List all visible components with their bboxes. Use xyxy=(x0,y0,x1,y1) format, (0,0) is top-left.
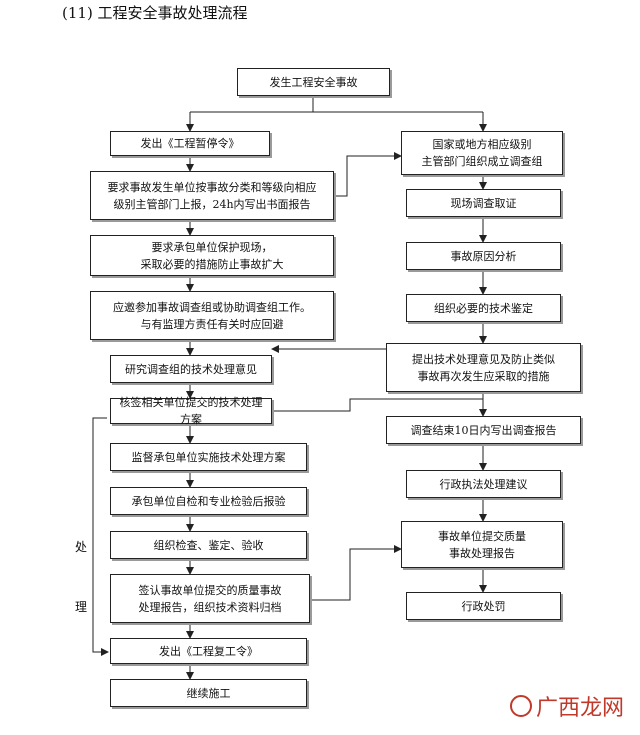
step-label: 现场调查取证 xyxy=(450,196,517,210)
step-label: 要求事故发生单位按事故分类和等级向相应 级别主管部门上报，24h内写出书面报告 xyxy=(107,180,317,211)
step-stop-order: 发出《工程暂停令》 xyxy=(110,131,270,156)
step-label: 组织检查、鉴定、验收 xyxy=(153,538,264,552)
step-quality-report: 事故单位提交质量 事故处理报告 xyxy=(401,521,563,568)
step-label: 签认事故单位提交的质量事故 处理报告，组织技术资料归档 xyxy=(138,583,282,614)
step-acceptance: 组织检查、鉴定、验收 xyxy=(110,531,307,559)
step-label: 研究调查组的技术处理意见 xyxy=(125,362,257,376)
step-continue: 继续施工 xyxy=(110,679,307,707)
step-label: 行政执法处理建议 xyxy=(439,477,528,491)
page-title: (11) 工程安全事故处理流程 xyxy=(62,4,248,22)
step-propose-measures: 提出技术处理意见及防止类似 事故再次发生应采取的措施 xyxy=(386,343,581,392)
watermark: 广西龙网 xyxy=(510,690,624,722)
step-label: 行政处罚 xyxy=(461,599,506,613)
step-site-evidence: 现场调查取证 xyxy=(406,189,561,217)
step-label: 事故单位提交质量 事故处理报告 xyxy=(438,529,526,560)
step-label: 提出技术处理意见及防止类似 事故再次发生应采取的措施 xyxy=(412,352,555,383)
step-approve-plan: 核签相关单位提交的技术处理方案 xyxy=(110,396,272,426)
step-label: 国家或地方相应级别 主管部门组织成立调查组 xyxy=(421,138,543,168)
step-label: 监督承包单位实施技术处理方案 xyxy=(131,450,286,464)
step-label: 要求承包单位保护现场， 采取必要的措施防止事故扩大 xyxy=(140,240,284,271)
step-report-accident: 要求事故发生单位按事故分类和等级向相应 级别主管部门上报，24h内写出书面报告 xyxy=(90,171,334,220)
step-cause-analysis: 事故原因分析 xyxy=(406,242,561,270)
side-label: 处 理 xyxy=(74,540,87,614)
step-form-team: 国家或地方相应级别 主管部门组织成立调查组 xyxy=(401,131,563,175)
step-label: 承包单位自检和专业检验后报验 xyxy=(131,494,286,508)
step-resume-order: 发出《工程复工令》 xyxy=(110,638,307,664)
start-node: 发生工程安全事故 xyxy=(237,68,390,96)
step-label: 核签相关单位提交的技术处理方案 xyxy=(119,396,263,426)
step-label: 事故原因分析 xyxy=(450,249,517,263)
step-investigation-report: 调查结束10日内写出调查报告 xyxy=(386,416,581,444)
step-label: 发出《工程暂停令》 xyxy=(140,137,240,150)
watermark-text: 广西龙网 xyxy=(536,696,625,721)
step-study-opinion: 研究调查组的技术处理意见 xyxy=(110,355,272,383)
step-admin-penalty: 行政处罚 xyxy=(406,592,561,620)
step-protect-site: 要求承包单位保护现场， 采取必要的措施防止事故扩大 xyxy=(90,235,334,276)
step-technical-appraisal: 组织必要的技术鉴定 xyxy=(406,294,561,322)
watermark-logo-icon xyxy=(510,695,532,717)
step-supervise-plan: 监督承包单位实施技术处理方案 xyxy=(110,443,307,471)
start-node-label: 发生工程安全事故 xyxy=(269,75,358,89)
step-label: 调查结束10日内写出调查报告 xyxy=(410,423,557,437)
step-label: 应邀参加事故调查组或协助调查组工作。 与有监理方责任有关时应回避 xyxy=(113,300,311,331)
step-admin-suggestion: 行政执法处理建议 xyxy=(406,470,561,498)
step-label: 发出《工程复工令》 xyxy=(159,644,258,658)
step-self-inspection: 承包单位自检和专业检验后报验 xyxy=(110,487,307,515)
step-sign-report: 签认事故单位提交的质量事故 处理报告，组织技术资料归档 xyxy=(110,574,310,623)
step-label: 继续施工 xyxy=(186,686,231,700)
step-label: 组织必要的技术鉴定 xyxy=(434,301,533,315)
step-join-investigation: 应邀参加事故调查组或协助调查组工作。 与有监理方责任有关时应回避 xyxy=(90,291,334,340)
